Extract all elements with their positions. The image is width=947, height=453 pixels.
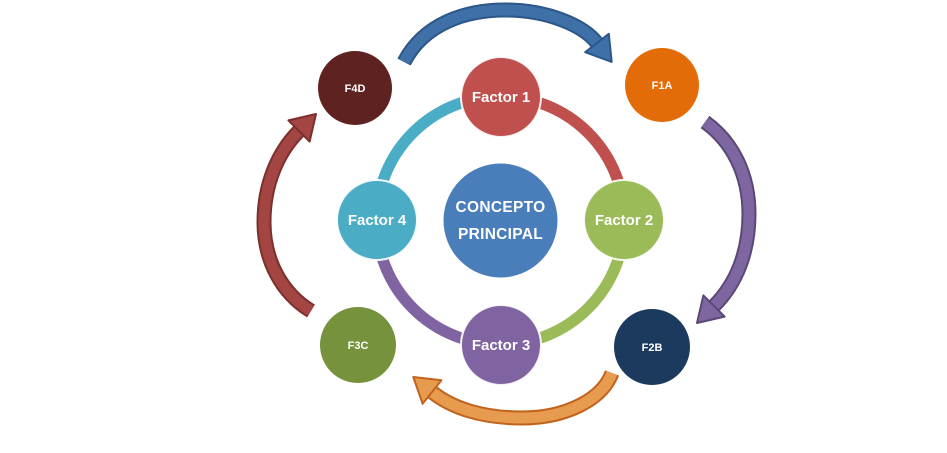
arrow-f4d-to-f1a-body [399,4,602,65]
factor-3-circle[interactable] [460,304,542,386]
central-concept-line2: PRINCIPAL [458,226,543,243]
arrow-f4d-to-f1a[interactable] [397,2,613,66]
arrow-f1a-to-f2b-body [701,117,755,310]
factor-1-node[interactable]: Factor 1 [460,56,542,138]
factor-4-circle[interactable] [336,179,418,261]
satellite-f1a-label: F1A [652,80,673,92]
satellite-f2b-label: F2B [642,342,663,354]
satellite-f3c-circle[interactable] [320,307,396,383]
satellite-f4d-circle[interactable] [318,51,392,125]
satellite-f3c-label: F3C [348,340,369,352]
factor-3-label: Factor 3 [472,337,530,354]
satellite-f1a-circle[interactable] [625,48,699,122]
satellite-f2b-circle[interactable] [614,309,690,385]
arrow-f2b-to-f3c[interactable] [412,369,620,426]
factor-3-node[interactable]: Factor 3 [460,304,542,386]
satellite-f1a-node[interactable]: F1A [625,48,699,122]
factor-4-node[interactable]: Factor 4 [336,179,418,261]
arrow-f1a-to-f2b-head-icon [696,294,726,324]
arrow-f3c-to-f4d-head-icon [287,113,317,143]
factor-1-circle[interactable] [460,56,542,138]
central-concept-line1: CONCEPTO [456,199,546,216]
arrow-f2b-to-f3c-body [428,370,618,424]
factor-1-label: Factor 1 [472,89,530,106]
arrow-f2b-to-f3c-head-icon [412,376,443,405]
factor-2-node[interactable]: Factor 2 [583,179,665,261]
factor-2-circle[interactable] [583,179,665,261]
arrow-f1a-to-f2b[interactable] [696,115,757,324]
factor-4-label: Factor 4 [348,212,407,229]
factor-2-label: Factor 2 [595,212,653,229]
arrow-f4d-to-f1a-head-icon [584,32,613,63]
satellite-f4d-label: F4D [345,83,366,95]
central-concept-circle[interactable] [443,163,558,278]
satellite-f3c-node[interactable]: F3C [320,307,396,383]
satellite-f2b-node[interactable]: F2B [614,309,690,385]
central-concept-node[interactable]: CONCEPTO PRINCIPAL [443,163,558,278]
arrow-f3c-to-f4d-body [258,127,314,316]
satellite-f4d-node[interactable]: F4D [318,51,392,125]
arrow-f3c-to-f4d[interactable] [256,113,317,318]
